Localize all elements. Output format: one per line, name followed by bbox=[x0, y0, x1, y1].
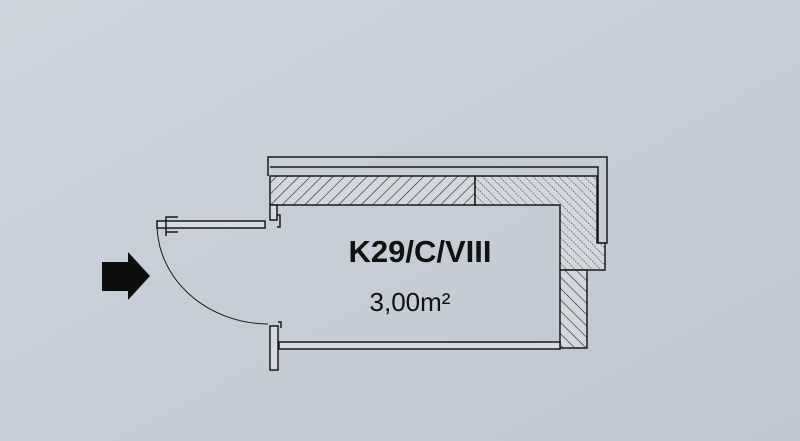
door bbox=[156, 204, 282, 371]
wall-bottom bbox=[278, 341, 561, 350]
wall-top-right bbox=[474, 175, 606, 271]
door-leaf bbox=[156, 220, 266, 229]
door-jamb-bottom bbox=[269, 325, 279, 371]
arrow-right-icon bbox=[102, 252, 150, 300]
room-code: K29/C/VIII bbox=[349, 234, 492, 269]
wall-right bbox=[559, 269, 588, 349]
door-handle bbox=[165, 216, 178, 236]
door-swing-arc bbox=[156, 224, 269, 325]
wall-top-left bbox=[269, 175, 476, 206]
room-area: 3,00m² bbox=[370, 287, 451, 317]
door-jamb-top bbox=[269, 204, 278, 221]
